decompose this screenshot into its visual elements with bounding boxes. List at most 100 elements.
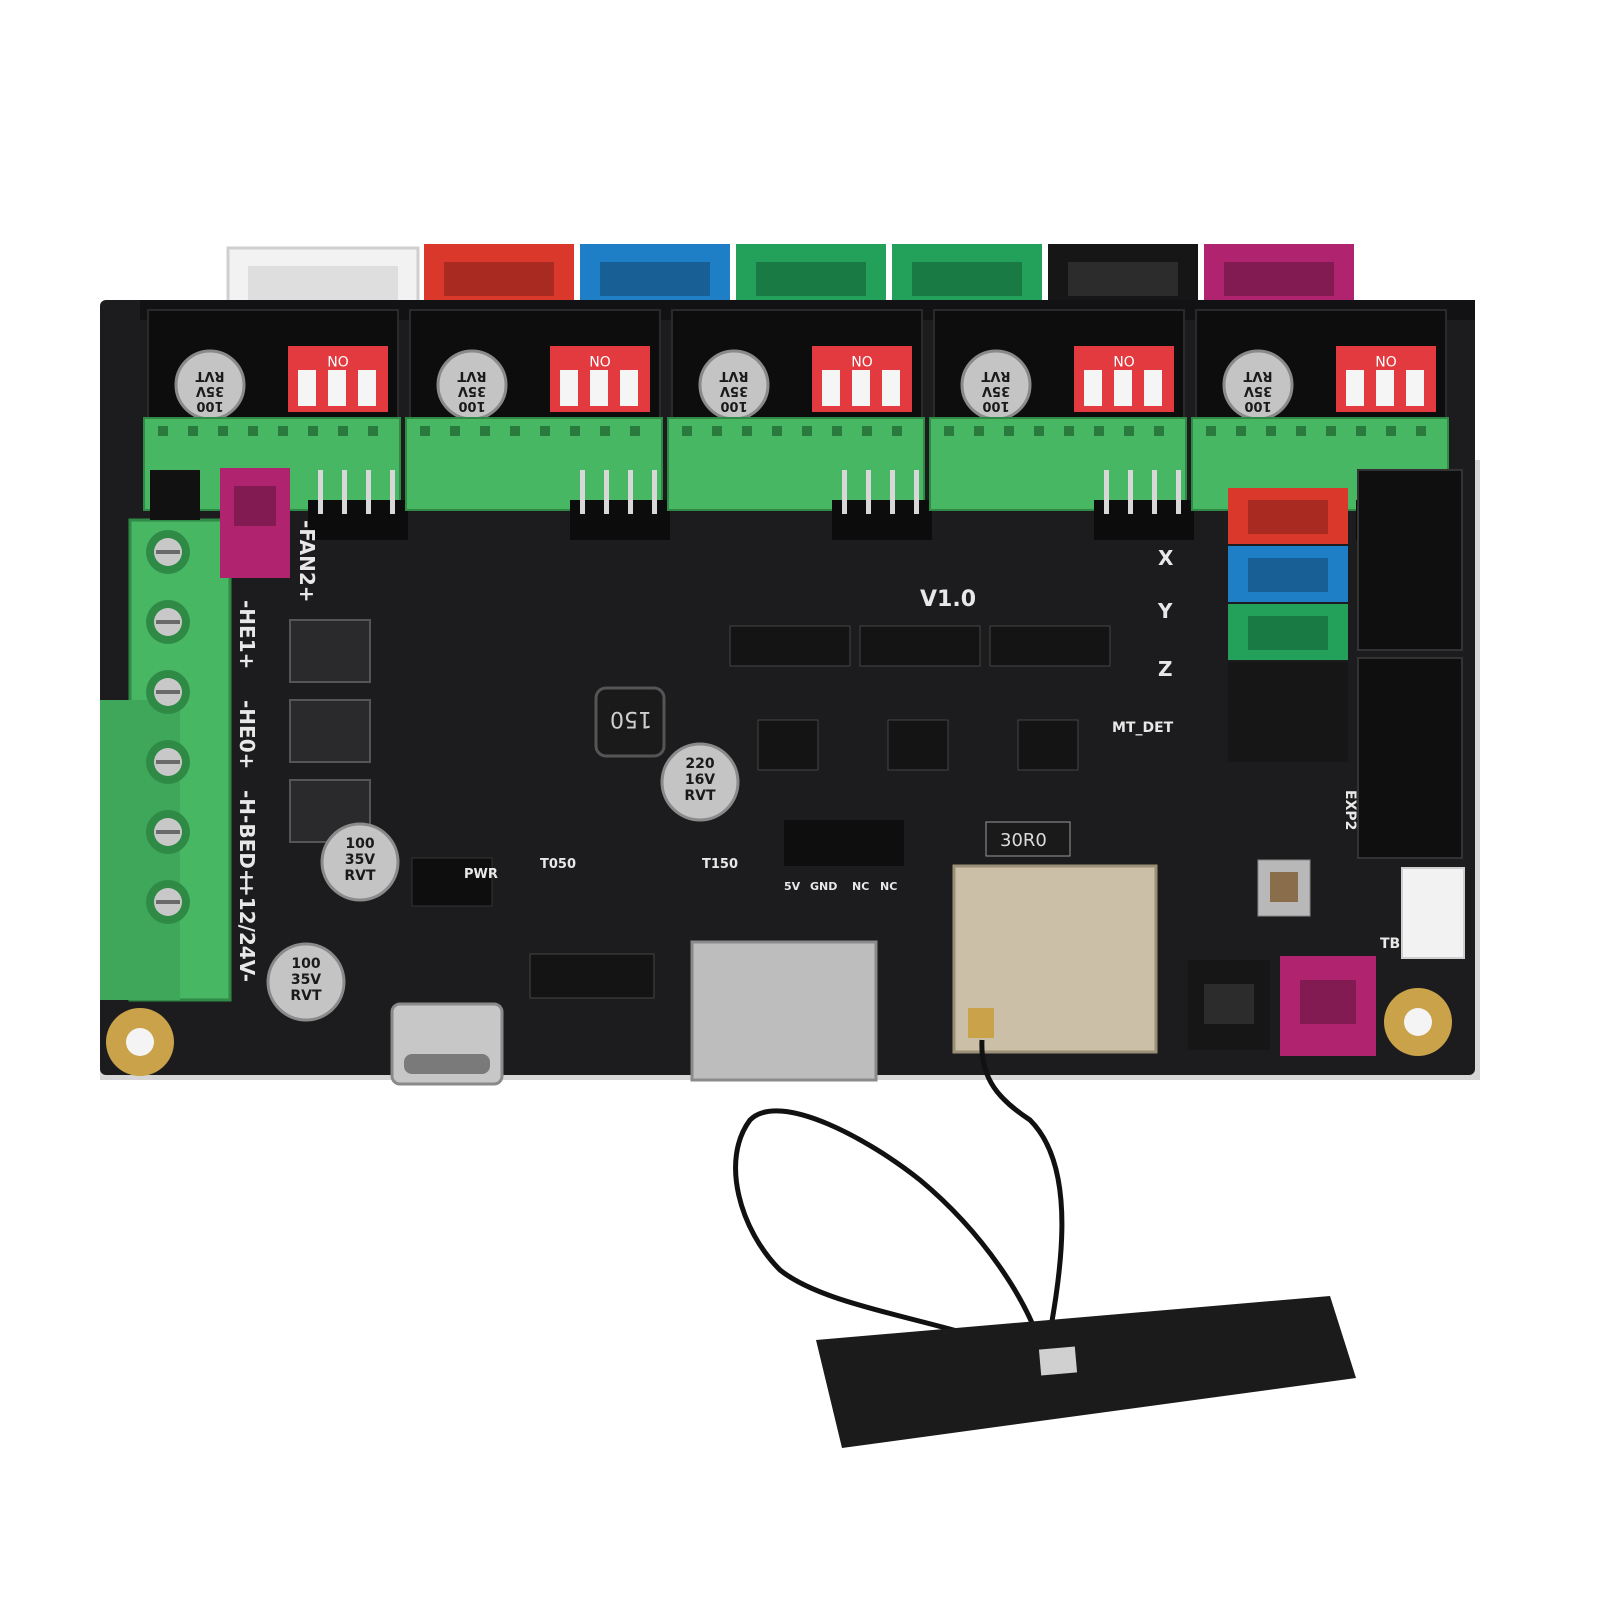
terminal-screw xyxy=(146,740,190,784)
antenna-cable xyxy=(733,1039,1065,1363)
fan2-label: -FAN2+ xyxy=(295,520,319,603)
driver-cap-text: RVT xyxy=(1243,368,1272,383)
board-cap-text: RVT xyxy=(290,988,322,1004)
driver-cap-text: 100 xyxy=(196,398,223,413)
dip-on-label: ON xyxy=(851,352,873,368)
pin-label-nc2: NC xyxy=(880,880,897,893)
terminal-screw xyxy=(146,670,190,714)
dip-switch: ON xyxy=(1074,346,1174,412)
board-cap-text: 35V xyxy=(291,972,321,988)
driver-cap-text: RVT xyxy=(195,368,224,383)
driver-plug-terminal xyxy=(405,417,663,511)
t150-label: T150 xyxy=(702,857,738,872)
board-cap-text: RVT xyxy=(344,868,376,884)
driver-cap-text: 35V xyxy=(720,383,748,398)
sd-card-slot xyxy=(690,940,878,1082)
black-small-connector-left xyxy=(150,470,200,520)
driver-cap-text: RVT xyxy=(719,368,748,383)
axis-x-label: X xyxy=(1158,546,1174,570)
driver-cap-text: 100 xyxy=(720,398,747,413)
tb-label: TB xyxy=(1380,936,1400,952)
tb-connector xyxy=(1401,867,1465,959)
axis-y-label: Y xyxy=(1157,599,1173,623)
driver-cap-text: 35V xyxy=(982,383,1010,398)
he0-label: -HE0+ xyxy=(235,700,259,769)
terminal-screw xyxy=(146,810,190,854)
exp2-header xyxy=(1357,657,1463,859)
exp-headers xyxy=(1357,469,1463,859)
axis-z-label: Z xyxy=(1158,657,1173,681)
mounting-hole-left xyxy=(106,1008,174,1076)
dip-on-label: ON xyxy=(1113,352,1135,368)
driver-plug-terminal xyxy=(667,417,925,511)
driver-cap-text: 100 xyxy=(1244,398,1271,413)
power-terminal-block xyxy=(100,518,232,1002)
driver-cap-text: 100 xyxy=(982,398,1009,413)
driver-cap-text: 35V xyxy=(458,383,486,398)
endstop-connectors xyxy=(1228,488,1348,762)
pwr-label: PWR xyxy=(464,867,498,882)
board-cap-text: 16V xyxy=(685,772,715,788)
driver-cap-text: 35V xyxy=(1244,383,1272,398)
inductor xyxy=(594,686,666,758)
power-label: +12/24V- xyxy=(235,880,259,982)
driver-cap-text: 35V xyxy=(196,383,224,398)
pin-label-nc1: NC xyxy=(852,880,869,893)
mosfets xyxy=(289,619,371,843)
mt-det-label: MT_DET xyxy=(1112,720,1174,736)
antenna-connector xyxy=(968,1008,994,1038)
driver-plug-terminal xyxy=(929,417,1187,511)
terminal-screw xyxy=(146,880,190,924)
pwr-jumper xyxy=(411,857,493,907)
dip-switch: ON xyxy=(550,346,650,412)
he1-label: -HE1+ xyxy=(235,600,259,669)
t050-label: T050 xyxy=(540,857,576,872)
dip-switch: ON xyxy=(812,346,912,412)
board-cap-text: 220 xyxy=(685,756,714,772)
dip-on-label: ON xyxy=(589,352,611,368)
dip-switch: ON xyxy=(288,346,388,412)
logic-ics xyxy=(729,625,1111,771)
dip-on-label: ON xyxy=(1375,352,1397,368)
header-pin-labels: 5V GND NC NC xyxy=(784,880,897,893)
driver-cap-text: 100 xyxy=(458,398,485,413)
board-cap-text: RVT xyxy=(684,788,716,804)
mounting-hole-right xyxy=(1384,988,1452,1056)
pin-label-gnd: GND xyxy=(810,880,837,893)
exp2-label: EXP2 xyxy=(1342,790,1358,830)
exp1-header xyxy=(1357,469,1463,651)
version-label: V1.0 xyxy=(920,587,976,612)
uart-header xyxy=(784,820,904,866)
terminal-screw xyxy=(146,530,190,574)
driver-modules: 10035VRVTON10035VRVTON10035VRVTON10035VR… xyxy=(143,309,1456,540)
driver-cap-text: RVT xyxy=(981,368,1010,383)
pin-label-5v: 5V xyxy=(784,880,801,893)
top-connectors xyxy=(226,244,1354,310)
board-cap-text: 100 xyxy=(291,956,320,972)
driver-cap-text: RVT xyxy=(457,368,486,383)
terminal-screw xyxy=(146,600,190,644)
board-cap-text: 100 xyxy=(345,836,374,852)
antenna-patch xyxy=(816,1296,1356,1448)
dip-switch: ON xyxy=(1336,346,1436,412)
board-cap-text: 35V xyxy=(345,852,375,868)
resistor-label: 30R0 xyxy=(1000,830,1047,851)
inductor-label: 150 xyxy=(610,706,652,731)
shunt-resistor xyxy=(985,821,1071,857)
bed-label: -H-BED+ xyxy=(235,790,259,886)
